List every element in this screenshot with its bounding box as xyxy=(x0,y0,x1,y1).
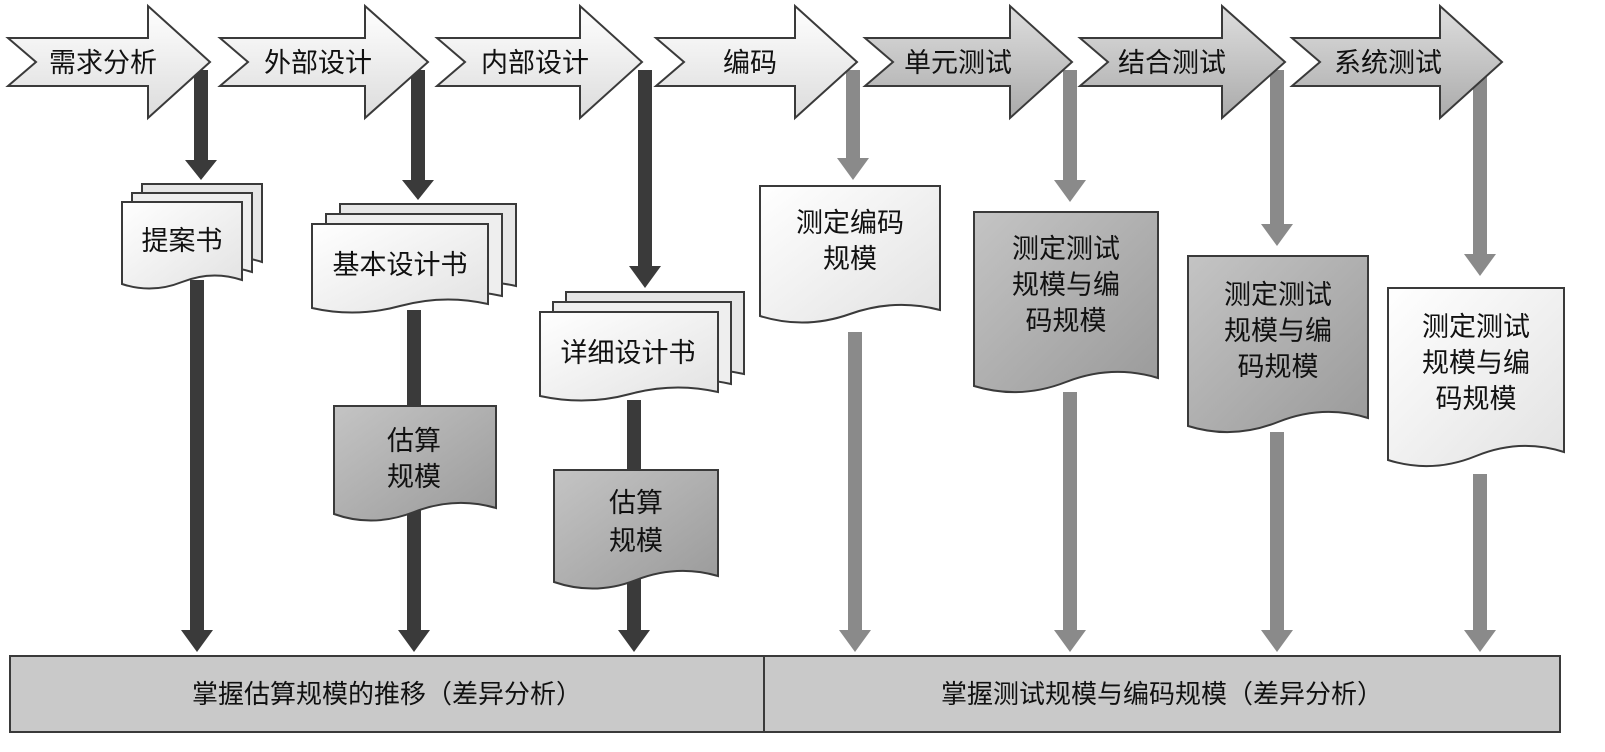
connector-head xyxy=(181,630,213,652)
connector-shaft xyxy=(1270,70,1284,228)
documents: 提案书 基本设计书 详细设计书 估算 规模 估算 规模 xyxy=(121,183,1565,590)
doc-test-size-unit: 测定测试 规模与编 码规模 xyxy=(973,211,1159,394)
doc-line: 估算 xyxy=(609,488,663,519)
connector-head xyxy=(398,630,430,652)
connector-head xyxy=(1054,180,1086,202)
doc-line: 规模与编 xyxy=(1012,270,1120,301)
phase-arrows: 需求分析 外部设计 内部设计 编码 单元测试 结合测试 系统测试 xyxy=(5,3,1504,121)
phase-internal-design-arrow: 内部设计 xyxy=(434,3,644,121)
doc-line: 测定编码 xyxy=(796,208,904,239)
doc-estimate-1: 估算 规模 xyxy=(333,405,497,522)
doc-line: 规模与编 xyxy=(1422,348,1530,379)
phase-external-design-arrow: 外部设计 xyxy=(217,3,430,121)
connector-shaft xyxy=(638,70,652,270)
connector-shaft xyxy=(1270,432,1284,635)
doc-title: 详细设计书 xyxy=(561,338,696,369)
connector-head xyxy=(837,158,869,180)
connector-shaft xyxy=(194,70,208,164)
doc-line: 规模 xyxy=(387,462,441,493)
doc-proposal: 提案书 xyxy=(121,183,263,290)
phase-label: 单元测试 xyxy=(904,48,1012,79)
bottom-bar-right xyxy=(763,655,1561,733)
doc-test-size-integration: 测定测试 规模与编 码规模 xyxy=(1187,255,1369,434)
bottom-bar-left xyxy=(9,655,765,733)
phase-label: 系统测试 xyxy=(1334,48,1442,79)
phase-label: 需求分析 xyxy=(49,48,157,79)
connector-shaft xyxy=(1473,70,1487,258)
doc-title: 基本设计书 xyxy=(333,250,468,281)
doc-line: 估算 xyxy=(387,426,441,457)
phase-label: 编码 xyxy=(723,48,777,79)
connector-shaft xyxy=(1063,70,1077,184)
connector-head xyxy=(1261,630,1293,652)
doc-line: 测定测试 xyxy=(1012,234,1120,265)
phase-system-test-arrow: 系统测试 xyxy=(1289,3,1504,121)
connector-head xyxy=(185,160,217,180)
doc-line: 规模 xyxy=(609,526,663,557)
connector-shaft xyxy=(846,70,860,162)
doc-line: 规模 xyxy=(823,244,877,275)
doc-detail-design: 详细设计书 xyxy=(539,291,745,402)
doc-line: 规模与编 xyxy=(1224,316,1332,347)
phase-unit-test-arrow: 单元测试 xyxy=(862,3,1074,121)
connector-shaft xyxy=(1473,474,1487,635)
bottom-bars: 掌握估算规模的推移（差异分析） 掌握测试规模与编码规模（差异分析） xyxy=(9,655,1561,733)
phase-label: 内部设计 xyxy=(481,48,589,79)
bottom-bar-right-label: 掌握测试规模与编码规模（差异分析） xyxy=(941,680,1383,710)
phase-coding-arrow: 编码 xyxy=(653,3,859,121)
doc-line: 测定测试 xyxy=(1422,312,1530,343)
doc-line: 码规模 xyxy=(1436,384,1517,415)
connector-head xyxy=(1464,630,1496,652)
connector-head xyxy=(1261,224,1293,246)
connector-head xyxy=(629,266,661,288)
connector-head xyxy=(402,180,434,200)
connector-shaft xyxy=(848,332,862,635)
connector-head xyxy=(839,630,871,652)
phase-label: 结合测试 xyxy=(1118,48,1226,79)
phase-label: 外部设计 xyxy=(264,48,372,79)
phase-integration-test-arrow: 结合测试 xyxy=(1077,3,1287,121)
doc-line: 码规模 xyxy=(1238,352,1319,383)
connector-shaft xyxy=(190,280,204,635)
doc-code-size: 测定编码 规模 xyxy=(759,185,941,324)
connector-head xyxy=(618,630,650,652)
connector-shaft xyxy=(1063,392,1077,635)
connector-head xyxy=(1054,630,1086,652)
doc-line: 码规模 xyxy=(1026,306,1107,337)
connector-shaft xyxy=(411,70,425,184)
phase-requirements-arrow: 需求分析 xyxy=(5,3,212,121)
doc-basic-design: 基本设计书 xyxy=(311,203,517,314)
bottom-bar-left-label: 掌握估算规模的推移（差异分析） xyxy=(192,680,582,710)
doc-line: 测定测试 xyxy=(1224,280,1332,311)
doc-test-size-system: 测定测试 规模与编 码规模 xyxy=(1387,287,1565,468)
connector-head xyxy=(1464,254,1496,276)
doc-estimate-2: 估算 规模 xyxy=(553,469,719,590)
doc-title: 提案书 xyxy=(142,226,223,257)
